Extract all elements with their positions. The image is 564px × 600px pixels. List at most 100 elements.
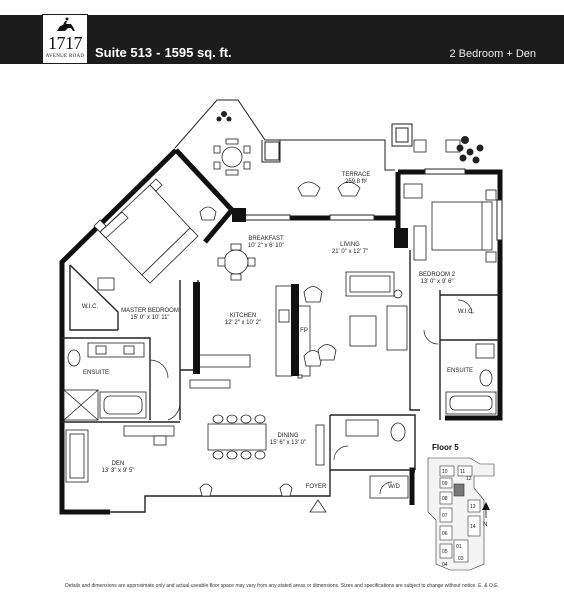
closet [315,424,325,466]
keyplan-unit: 12 [466,476,472,482]
wall-wic-left-diag [69,264,119,330]
terrace-planter-box [413,139,427,153]
keyplan-title: Floor 5 [432,443,459,452]
kitchen-island [275,285,293,377]
living-chair [317,344,337,361]
breakfast-chair [230,243,242,251]
living-label: LIVING [340,242,360,248]
keyplan-unit: 08 [442,496,448,502]
coffee-table [349,315,377,347]
master-size: 15' 0" x 10' 11" [130,315,169,321]
keyplan-unit: 06 [442,531,448,537]
terrace-planter-1-inner [264,141,280,161]
foyer-bench [279,483,293,497]
bedroom2-dresser [413,225,427,261]
bathtub-basin [103,395,143,415]
wall-living-east [409,250,420,411]
vanity-right [475,343,495,359]
kitchen-wall-dark [291,284,299,376]
terrace-chair [213,145,221,154]
wic-right-label: W.I.C. [458,309,475,315]
terrace-outline [174,99,395,171]
wall-wic-left [69,265,118,331]
keyplan-unit: 09 [442,481,448,487]
terrace-planter-2-inner [395,127,409,143]
terrace-lounge-chair [297,181,321,197]
keyplan-unit: 01 [456,544,462,550]
terrace-size: 259.8 ft² [345,179,367,185]
den-desk [123,425,175,437]
wall-ensuite-top [62,337,151,420]
door-swing [379,481,393,495]
terrace-label: TERRACE [342,172,371,178]
master-bed-foot [141,227,199,284]
unit-type: 2 Bedroom + Den [449,48,536,60]
window-bedroom2 [424,168,466,175]
cooktop [278,309,290,323]
kitchen-counter [197,354,251,368]
window-living [329,214,375,221]
toilet [479,369,493,387]
breakfast-size: 10' 2" x 6' 10" [248,243,284,249]
living-size: 21' 0" x 12' 7" [332,249,368,255]
living-chair [303,350,323,367]
terrace-chair [243,145,251,154]
toilet [390,422,406,442]
bedroom2-label: BEDROOM 2 [419,272,456,278]
dining-label: DINING [278,433,299,439]
nightstand [485,189,497,201]
window-breakfast [239,214,291,221]
terrace-chair [213,161,221,170]
logo-subtitle: AVENUE ROAD [45,54,85,59]
wall-west [59,148,178,515]
north-arrow-icon [482,502,490,518]
keyplan-unit: 14 [470,524,476,530]
dining-size: 15' 6" x 13' 0" [270,440,306,446]
sink [95,345,107,355]
sink [123,345,135,355]
nightstand [149,178,163,192]
keyplan-unit: 04 [442,562,448,568]
breakfast-chair [217,257,226,267]
keyplan-unit: 03 [458,556,464,562]
breakfast-label: BREAKFAST [248,236,284,242]
kitchen-counter-2 [189,379,231,389]
terrace-lounge-chair [337,181,361,197]
plant-icon [216,111,484,164]
master-label: MASTER BEDROOM [121,308,179,314]
nightstand [93,219,107,233]
wall-powder [330,414,416,470]
master-pillow [99,211,129,239]
terrace-planter-2 [391,123,413,147]
ensuite-right-label: ENSUITE [447,368,473,374]
suite-title: Suite 513-1595 sq. ft. [95,45,232,60]
terrace-chair [225,169,239,176]
ensuite-left-label: ENSUITE [83,370,109,376]
door-swing [167,401,181,421]
keyplan [427,457,495,571]
column [394,228,408,248]
toilet [67,349,81,367]
horse-rider-icon [57,17,75,31]
dining-table [207,423,267,451]
door-swing [423,329,439,345]
keyplan-unit: 10 [442,469,448,475]
living-sofa-seat [349,275,391,293]
breakfast-table [223,249,249,275]
den-size: 13' 3" x 9' 5" [102,468,135,474]
logo: 1717 AVENUE ROAD [42,14,88,64]
foyer-bench [199,483,213,497]
disclaimer: Details and dimensions are approximate o… [65,583,499,589]
nightstand [485,251,497,263]
dining-chair [226,414,238,424]
bedroom2-chair [403,183,423,199]
terrace-chair [243,161,251,170]
fp-label: FP [300,328,308,334]
side-table [393,289,403,299]
dining-chair [240,414,252,424]
breakfast-chair [230,273,242,281]
terrace-chair [225,138,239,145]
door-swing [333,445,349,461]
window-bedroom2-east [496,199,503,241]
foyer-label: FOYER [306,484,327,490]
